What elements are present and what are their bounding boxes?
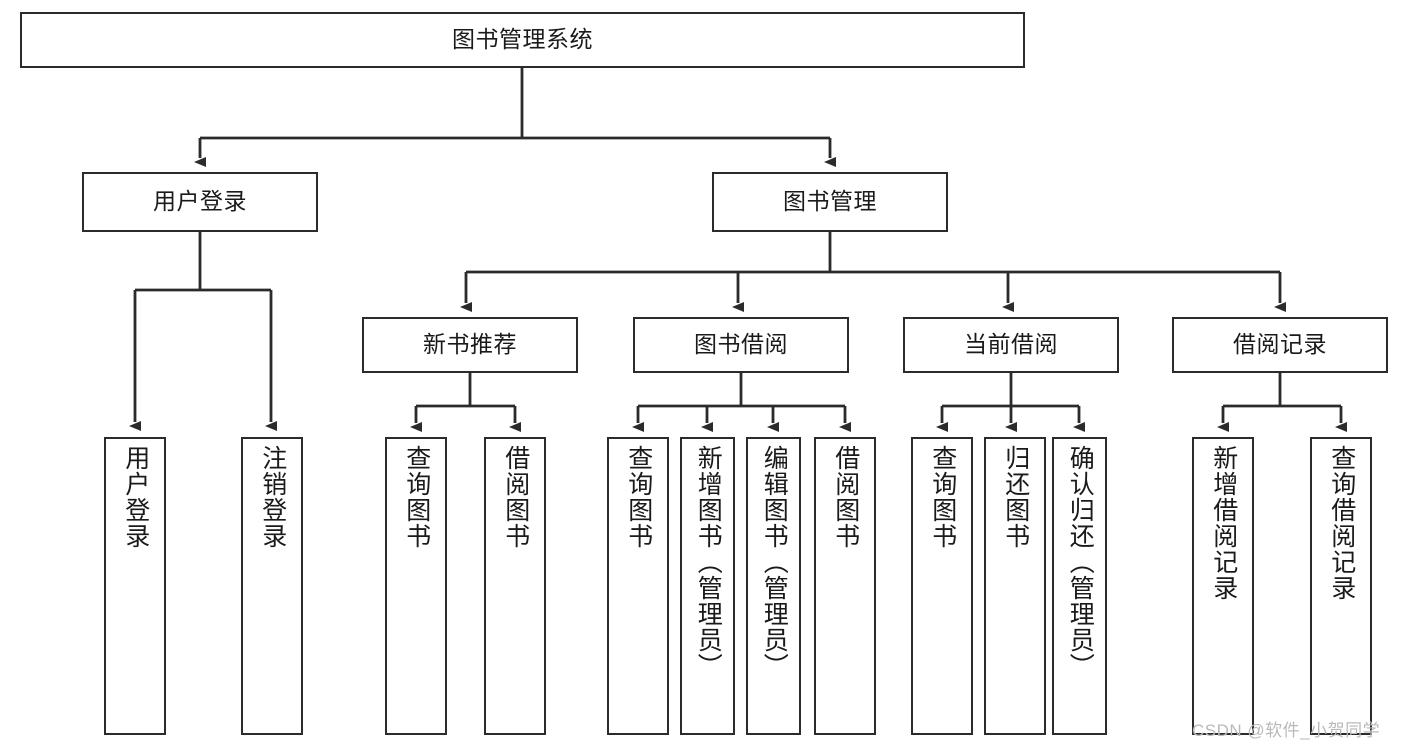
node-label: 确认归还（管理员） [1066,445,1095,679]
node-label: 注销登录 [258,445,287,549]
node-book-manage[interactable]: 图书管理 [712,172,948,232]
node-leaf-rec-borrow[interactable]: 借阅图书 [484,437,546,735]
node-current-borrow[interactable]: 当前借阅 [903,317,1119,373]
node-leaf-borrow-do[interactable]: 借阅图书 [814,437,876,735]
node-leaf-user-login[interactable]: 用户登录 [104,437,166,735]
node-root[interactable]: 图书管理系统 [20,12,1025,68]
node-leaf-rec-find[interactable]: 查询借阅记录 [1310,437,1372,735]
node-label: 查询借阅记录 [1327,445,1356,601]
node-user-login[interactable]: 用户登录 [82,172,318,232]
node-label: 图书管理 [783,188,877,215]
node-leaf-borrow-add[interactable]: 新增图书（管理员） [680,437,735,735]
node-leaf-rec-query[interactable]: 查询图书 [385,437,447,735]
csdn-watermark: CSDN @软件_小贺同学 [1192,721,1381,740]
node-leaf-borrow-query[interactable]: 查询图书 [607,437,669,735]
node-label: 借阅图书 [501,445,530,549]
node-label: 用户登录 [121,445,150,549]
node-label: 图书借阅 [694,331,788,358]
node-label: 图书管理系统 [452,26,593,53]
node-leaf-cur-query[interactable]: 查询图书 [911,437,973,735]
node-book-borrow[interactable]: 图书借阅 [633,317,849,373]
node-leaf-cur-confirm[interactable]: 确认归还（管理员） [1052,437,1107,735]
node-label: 查询图书 [402,445,431,549]
node-label: 用户登录 [153,188,247,215]
node-label: 归还图书 [1001,445,1030,549]
node-leaf-borrow-edit[interactable]: 编辑图书（管理员） [746,437,801,735]
node-new-book-rec[interactable]: 新书推荐 [362,317,578,373]
node-label: 查询图书 [928,445,957,549]
node-label: 查询图书 [624,445,653,549]
node-label: 借阅记录 [1233,331,1327,358]
node-leaf-logout[interactable]: 注销登录 [241,437,303,735]
node-label: 借阅图书 [831,445,860,549]
node-label: 新书推荐 [423,331,517,358]
node-label: 新增图书（管理员） [694,445,723,679]
node-label: 编辑图书（管理员） [760,445,789,679]
node-borrow-record[interactable]: 借阅记录 [1172,317,1388,373]
node-label: 新增借阅记录 [1209,445,1238,601]
node-leaf-cur-return[interactable]: 归还图书 [984,437,1046,735]
node-label: 当前借阅 [964,331,1058,358]
node-leaf-rec-add[interactable]: 新增借阅记录 [1192,437,1254,735]
